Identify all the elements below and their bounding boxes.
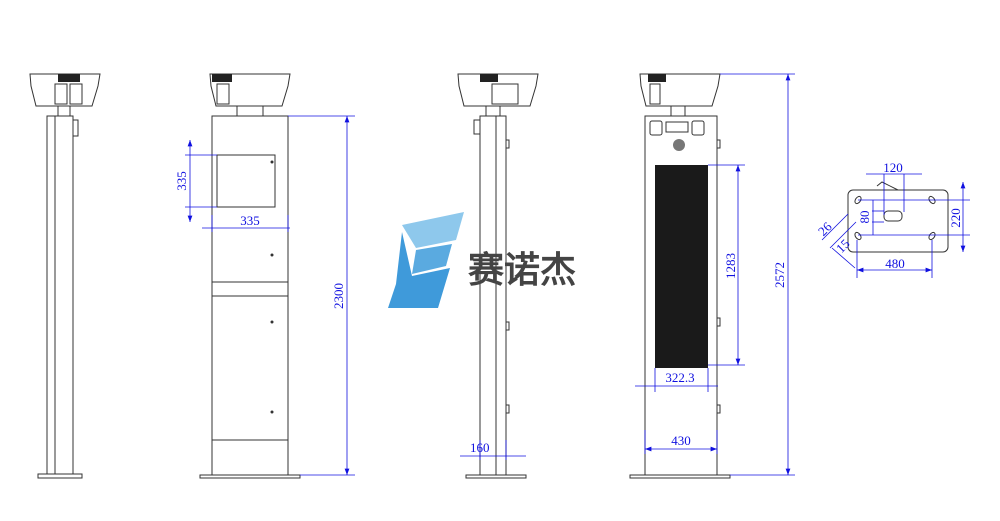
- side-view-left: [29, 73, 101, 479]
- brand-name: 赛诺杰: [468, 250, 576, 291]
- dim-window-width: 335: [240, 213, 260, 228]
- dim-window-height: 335: [174, 171, 189, 191]
- window: [216, 154, 276, 208]
- pole: [46, 115, 74, 475]
- side-view-right: [457, 73, 539, 479]
- front-led-view: [629, 73, 795, 479]
- dim-cabinet-width: 430: [671, 433, 691, 448]
- led-screen: [655, 165, 708, 368]
- front-door-view: [185, 73, 355, 479]
- base-plate-view: [821, 173, 970, 278]
- dim-led-height: 1283: [723, 253, 738, 279]
- dim-total-height: 2300: [331, 283, 346, 309]
- dim-pole-width: 160: [470, 440, 490, 455]
- dim-plate-width: 480: [885, 256, 905, 271]
- logo-mark-top: [402, 212, 464, 248]
- dim-hole-spacing-y: 220: [948, 208, 963, 228]
- brand-logo: [388, 212, 464, 308]
- dim-80: 80: [857, 211, 872, 224]
- logo-mark-bottom: [388, 232, 450, 308]
- dim-hole-spacing-x: 120: [883, 160, 903, 175]
- base-plate: [37, 473, 83, 479]
- dim-overall-height: 2572: [772, 262, 787, 288]
- dim-slot-26: 26: [815, 219, 835, 239]
- dim-led-width: 322.3: [665, 370, 694, 385]
